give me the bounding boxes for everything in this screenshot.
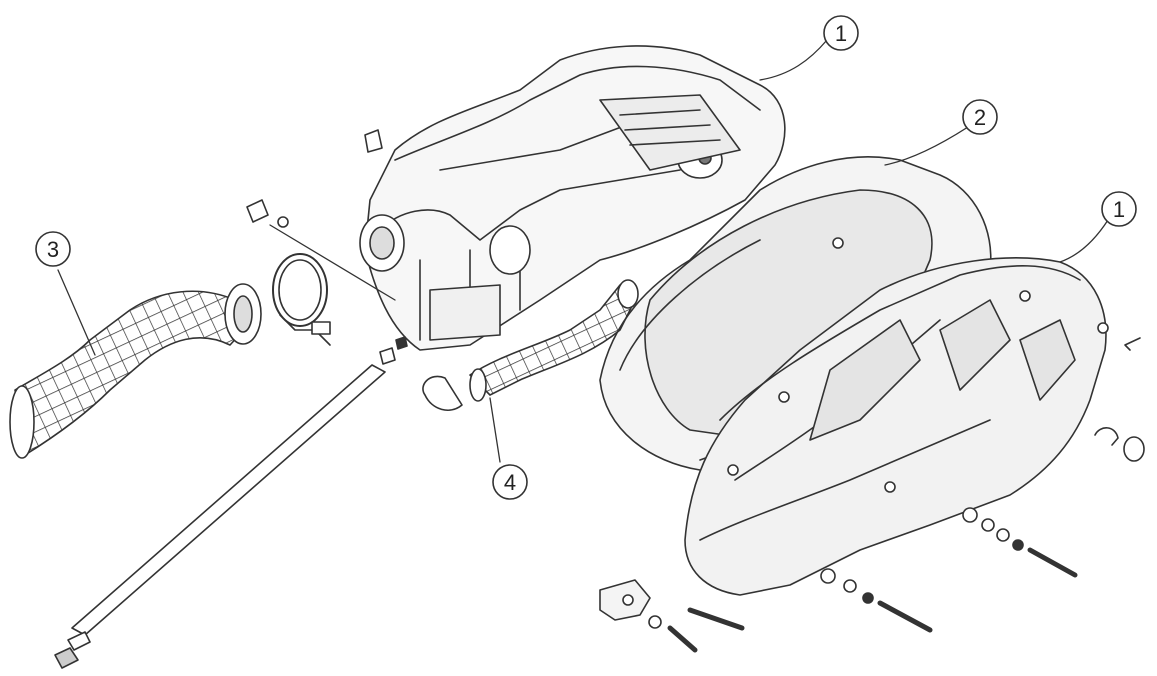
- svg-text:3: 3: [47, 237, 59, 262]
- svg-text:1: 1: [1113, 197, 1125, 222]
- breather-tube-part: [54, 364, 386, 669]
- duct-hose-part: [422, 279, 639, 411]
- callout-1b: 1: [1101, 191, 1137, 227]
- fastener-clips: [246, 129, 1145, 462]
- housing-rear-part: [359, 45, 786, 351]
- callout-2: 2: [962, 99, 998, 135]
- svg-text:4: 4: [504, 470, 516, 495]
- leader-lines: [57, 39, 1109, 463]
- callout-4: 4: [492, 464, 528, 500]
- bracket-and-bolts: [599, 507, 1078, 653]
- svg-text:2: 2: [974, 105, 986, 130]
- hose-clamp-part: [272, 253, 331, 346]
- callout-3: 3: [35, 231, 71, 267]
- svg-text:1: 1: [835, 21, 847, 46]
- housing-front-cover-part: [684, 257, 1109, 596]
- intake-hose-part: [9, 283, 262, 459]
- callout-1a: 1: [823, 15, 859, 51]
